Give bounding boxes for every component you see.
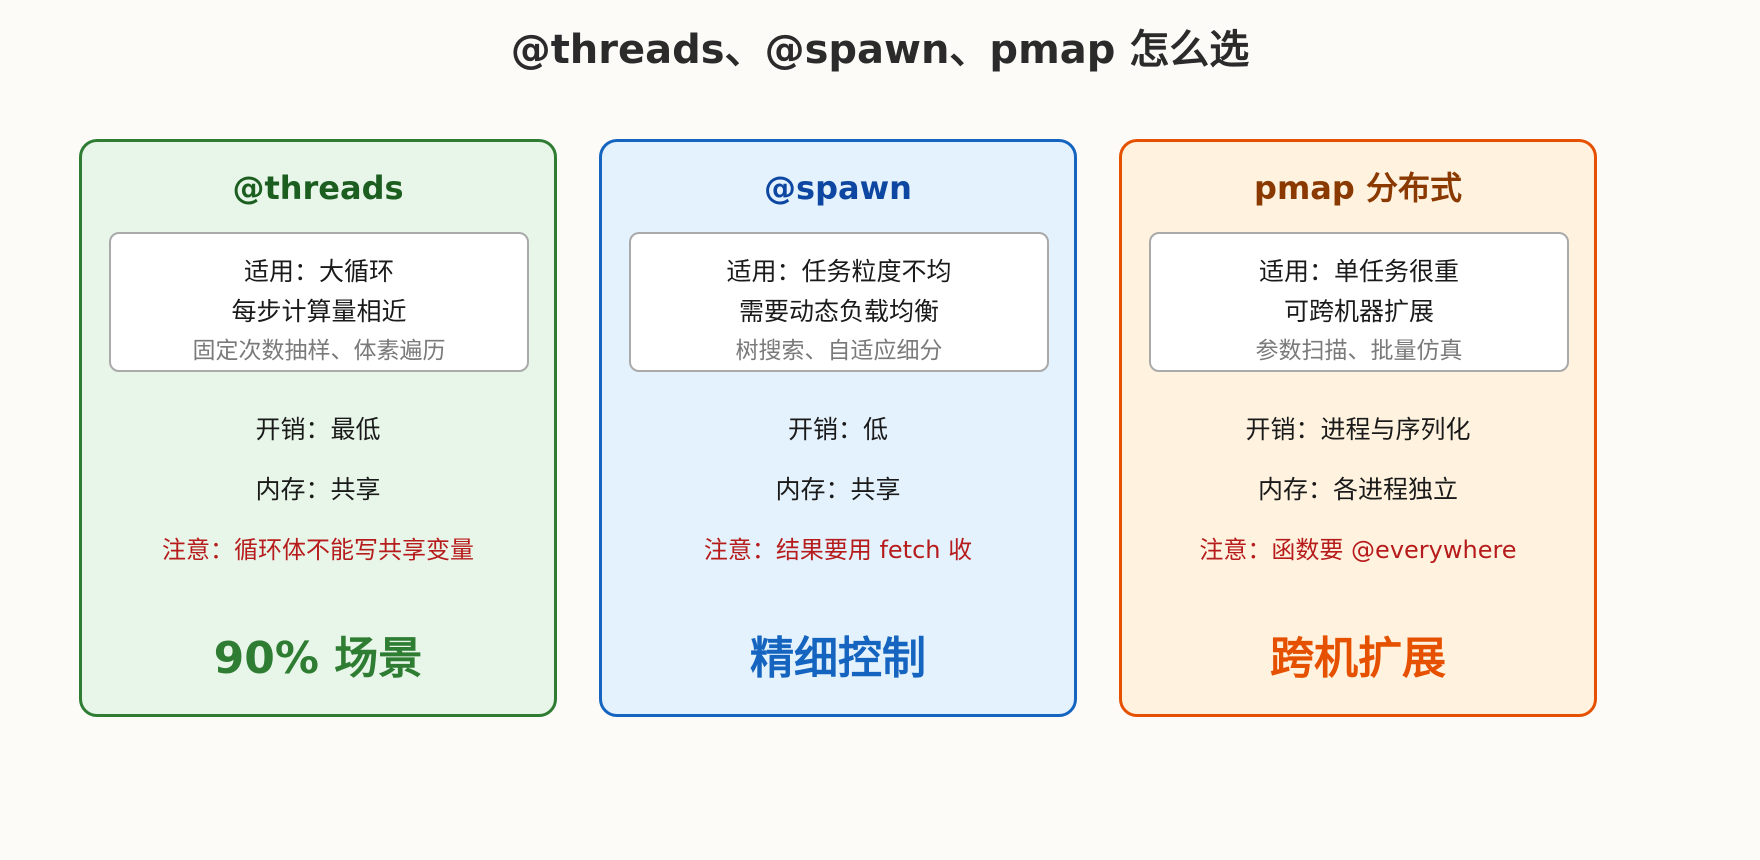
verdict-text: 跨机扩展 (1270, 633, 1446, 684)
card-title: @spawn (764, 169, 912, 207)
use-case-box: 适用：任务粒度不均 需要动态负载均衡 树搜索、自适应细分 (629, 232, 1049, 372)
memory-text: 内存：共享 (775, 475, 901, 504)
verdict-text: 精细控制 (750, 633, 926, 684)
use-case-line: 需要动态负载均衡 (738, 297, 939, 326)
verdict-text: 90% 场景 (213, 633, 423, 684)
card-pmap: pmap 分布式 适用：单任务很重 可跨机器扩展 参数扫描、批量仿真 开销：进程… (1119, 139, 1597, 717)
use-case-box: 适用：大循环 每步计算量相近 固定次数抽样、体素遍历 (109, 232, 529, 372)
use-case-line: 适用：任务粒度不均 (726, 257, 952, 286)
memory-text: 内存：各进程独立 (1257, 475, 1458, 504)
use-case-line: 适用：大循环 (243, 257, 394, 286)
use-case-line: 可跨机器扩展 (1283, 297, 1434, 326)
card-title: @threads (232, 169, 404, 207)
overhead-text: 开销：进程与序列化 (1245, 415, 1471, 444)
caution-text: 注意：结果要用 fetch 收 (703, 536, 973, 564)
use-case-example: 树搜索、自适应细分 (735, 338, 943, 364)
card-spawn: @spawn 适用：任务粒度不均 需要动态负载均衡 树搜索、自适应细分 开销：低… (599, 139, 1077, 717)
caution-text: 注意：循环体不能写共享变量 (162, 536, 474, 564)
memory-text: 内存：共享 (255, 475, 381, 504)
card-title: pmap 分布式 (1254, 169, 1462, 207)
use-case-example: 固定次数抽样、体素遍历 (192, 338, 446, 364)
page-title: @threads、@spawn、pmap 怎么选 (510, 27, 1250, 73)
use-case-box: 适用：单任务很重 可跨机器扩展 参数扫描、批量仿真 (1149, 232, 1569, 372)
overhead-text: 开销：低 (787, 415, 888, 444)
use-case-example: 参数扫描、批量仿真 (1255, 338, 1463, 364)
use-case-line: 每步计算量相近 (231, 297, 407, 326)
caution-text: 注意：函数要 @everywhere (1199, 536, 1517, 564)
use-case-line: 适用：单任务很重 (1258, 257, 1459, 286)
card-threads: @threads 适用：大循环 每步计算量相近 固定次数抽样、体素遍历 开销：最… (79, 139, 557, 717)
overhead-text: 开销：最低 (255, 415, 381, 444)
